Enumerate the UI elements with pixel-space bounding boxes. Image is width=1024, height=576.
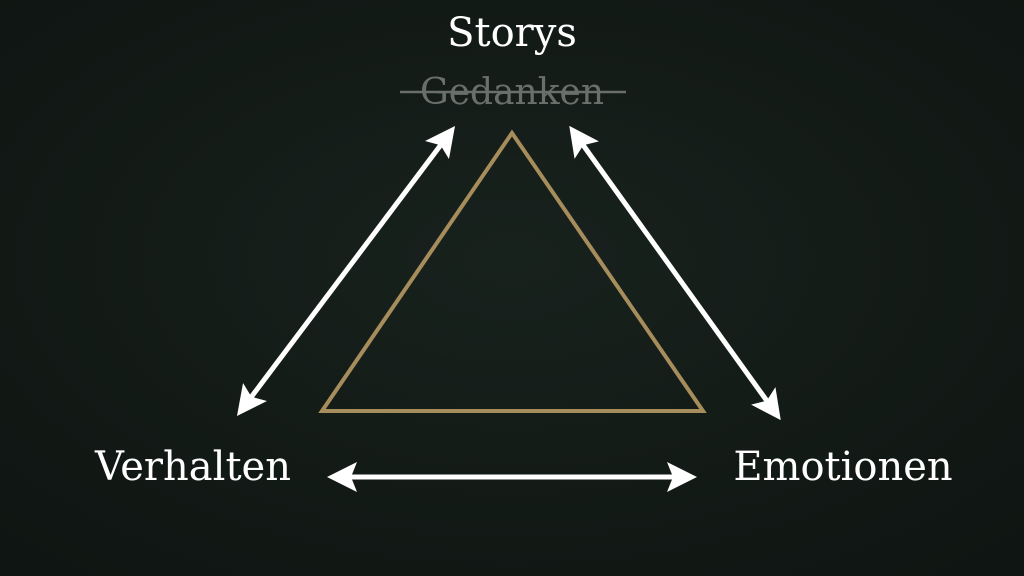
label-storys: Storys xyxy=(447,10,577,56)
label-emotionen: Emotionen xyxy=(733,444,952,490)
arrow-storys-emotionen xyxy=(569,125,781,421)
label-verhalten: Verhalten xyxy=(94,444,291,490)
arrow-storys-verhalten xyxy=(236,126,456,416)
